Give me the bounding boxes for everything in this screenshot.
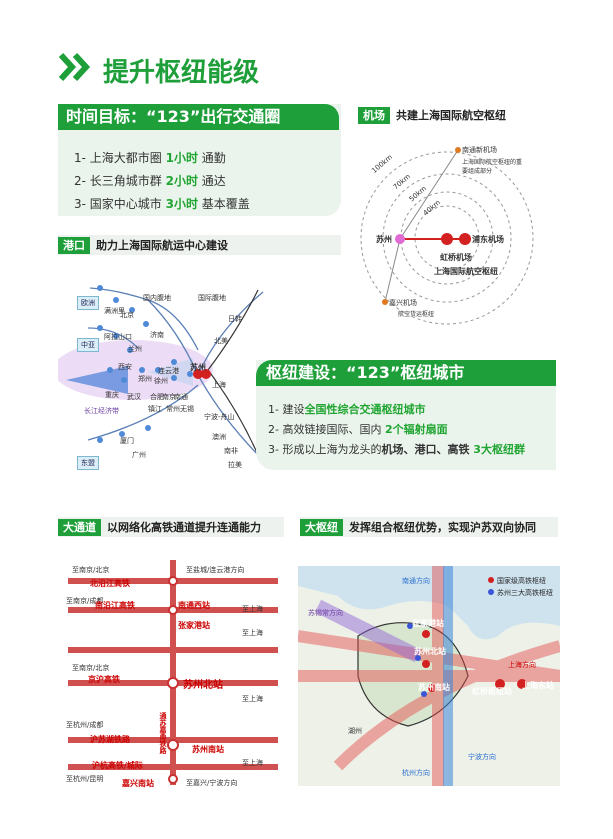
time-goal-item-2: 2- 长三角城市群 2小时 通达 [74, 174, 226, 188]
channel-map [67, 560, 278, 785]
port-wuxi: 无锡 [180, 405, 194, 413]
hub-city-list: 1- 建设全国性综合交通枢纽城市 2- 高效链接国际、国内 2个辐射扇面 3- … [268, 400, 525, 460]
airport-pudong-label: 浦东机场 [472, 235, 504, 244]
big-hub-nantong: 南通方向 [402, 577, 430, 585]
hub-city-item-1: 1- 建设全国性综合交通枢纽城市 [268, 403, 426, 416]
airport-jiaxing-sub: 航空货运枢纽 [398, 311, 435, 318]
port-nanjing: 南京 [162, 393, 176, 401]
legend-suzhou-dot [488, 589, 494, 595]
time-goal-title: 时间目标：“123”出行交通圈 [58, 104, 339, 130]
port-lat: 拉美 [228, 461, 242, 469]
big-hub-zhangjiagang: 张家港站 [412, 619, 444, 628]
hub-city-item-3: 3- 形成以上海为龙头的机场、港口、高铁 3大枢纽群 [268, 443, 525, 456]
channel-to-nanjing-chengdu: 至南京/成都 [66, 597, 104, 605]
port-zhengzhou: 郑州 [138, 375, 152, 383]
channel-zhangjiagang: 张家港站 [178, 621, 210, 630]
channel-to-hangzhou-chengdu: 至杭州/成都 [66, 721, 104, 729]
airport-suzhou-label: 苏州 [376, 235, 392, 244]
port-yongjiang: 长江经济带 [84, 407, 119, 415]
airport-diagram [360, 147, 534, 325]
airport-nantong-label: 南通新机场 [462, 146, 497, 154]
port-hefei: 合肥 [150, 393, 164, 401]
port-america: 北美 [214, 337, 228, 345]
legend-national: 国家级高铁枢纽 [488, 575, 553, 587]
airport-heading: 机场共建上海国际航空枢纽 [358, 107, 506, 124]
hub-city-item-2: 2- 高效链接国际、国内 2个辐射扇面 [268, 423, 448, 436]
legend-national-dot [488, 577, 494, 583]
channel-to-nanjing-beijing: 至南京/北京 [72, 566, 110, 574]
channel-husuhu: 沪苏湖铁路 [90, 735, 130, 744]
port-nantong: 南通 [174, 393, 188, 401]
channel-to-shanghai-1: 至上海 [242, 605, 263, 613]
port-intl2: 国际腹地 [198, 294, 226, 302]
channel-heading: 大通道以网络化高铁通道提升连通能力 [58, 517, 284, 537]
channel-to-shanghai-2: 至上海 [242, 629, 263, 637]
port-europe-box: 欧洲 [77, 296, 99, 310]
big-hub-legend: 国家级高铁枢纽 苏州三大高铁枢纽 [488, 575, 553, 599]
time-goal-item-3: 3- 国家中心城市 3小时 基本覆盖 [74, 197, 250, 211]
port-jinan: 济南 [150, 331, 164, 339]
big-hub-shanghaidong: 上海东站 [522, 681, 554, 690]
port-manzhouli: 满洲里 [104, 307, 125, 315]
port-beijing: 北京 [120, 311, 134, 319]
time-goal-list: 1- 上海大都市圈 1小时 通勤 2- 长三角城市群 2小时 通达 3- 国家中… [74, 147, 250, 216]
channel-to-shanghai-4: 至上海 [242, 759, 263, 767]
channel-jiaxingnan: 嘉兴南站 [122, 779, 154, 788]
header-chevron-icon [58, 52, 94, 82]
port-wuhan: 武汉 [127, 393, 141, 401]
big-hub-shanghai: 上海方向 [508, 661, 536, 669]
port-heading: 港口助力上海国际航运中心建设 [58, 235, 341, 255]
port-chongqing: 重庆 [105, 391, 119, 399]
port-xiamen: 厦门 [120, 437, 134, 445]
big-hub-ningbo: 宁波方向 [468, 753, 496, 761]
port-suzhou: 苏州 [190, 363, 206, 372]
channel-huhang: 沪杭高铁/城际 [92, 761, 143, 770]
channel-suzhounan: 苏州南站 [192, 745, 224, 754]
hub-city-title: 枢纽建设：“123”枢纽城市 [256, 360, 556, 386]
channel-to-jiaxing: 至嘉兴/宁波方向 [186, 779, 238, 787]
channel-to-shanghai-3: 至上海 [242, 695, 263, 703]
port-ahrshan: 阿拉山口 [104, 333, 132, 341]
port-lanzhou: 兰州 [128, 345, 142, 353]
port-africa: 南非 [224, 447, 238, 455]
airport-legend-note: 上海国际航空枢纽的重要组成部分 [462, 159, 523, 175]
big-hub-hongqiao: 虹桥枢纽站 [472, 687, 512, 696]
port-xian: 西安 [118, 363, 132, 371]
channel-nanyanjiang: 南沿江高铁 [95, 601, 135, 610]
port-japan: 日韩 [228, 315, 242, 323]
big-hub-huzhou: 湖州 [348, 727, 362, 735]
big-hub-suxi: 苏锡常方向 [308, 609, 343, 617]
port-diagram [58, 285, 264, 461]
port-sea-box: 东盟 [77, 456, 99, 470]
big-hub-heading: 大枢纽发挥组合枢纽优势，实现沪苏双向协同 [300, 517, 558, 537]
airport-hub-label: 上海国际航空枢纽 [434, 267, 498, 276]
legend-suzhou: 苏州三大高铁枢纽 [488, 587, 553, 599]
airport-hongqiao-label: 虹桥机场 [440, 253, 472, 262]
channel-tongsujia: 通苏嘉甬铁路 [159, 712, 167, 754]
port-changzhou: 常州 [166, 405, 180, 413]
channel-to-nanjing-beijing-2: 至南京/北京 [72, 664, 110, 672]
time-goal-item-1: 1- 上海大都市圈 1小时 通勤 [74, 151, 226, 165]
channel-nantongxi: 南通西站 [178, 601, 210, 610]
channel-beiyanjiang: 北沿江高铁 [90, 579, 130, 588]
port-xuzhou: 徐州 [154, 377, 168, 385]
port-ningbo: 宁波-舟山 [204, 413, 235, 421]
port-shanghai: 上海 [212, 381, 226, 389]
port-china-eu-box: 中亚 [77, 338, 99, 352]
port-zhenjiang: 镇江 [148, 405, 162, 413]
channel-to-yancheng: 至盐城/连云港方向 [186, 566, 245, 574]
big-hub-hangzhou: 杭州方向 [402, 769, 430, 777]
port-lianyungang: 连云港 [158, 367, 179, 375]
channel-suzhoubei: 苏州北站 [183, 680, 223, 691]
page-title: 提升枢纽能级 [103, 58, 260, 88]
port-intl1: 国内腹地 [143, 294, 171, 302]
big-hub-suzhounan: 苏州南站 [418, 683, 450, 692]
big-hub-suzhoubei: 苏州北站 [414, 647, 446, 656]
airport-jiaxing-label: 嘉兴机场 [389, 299, 417, 307]
channel-huning: 京沪高铁 [88, 675, 120, 684]
port-guangzhou: 广州 [132, 451, 146, 459]
channel-to-hangzhou-kunming: 至杭州/昆明 [66, 775, 104, 783]
port-aus: 澳洲 [212, 433, 226, 441]
big-hub-map [298, 566, 560, 786]
